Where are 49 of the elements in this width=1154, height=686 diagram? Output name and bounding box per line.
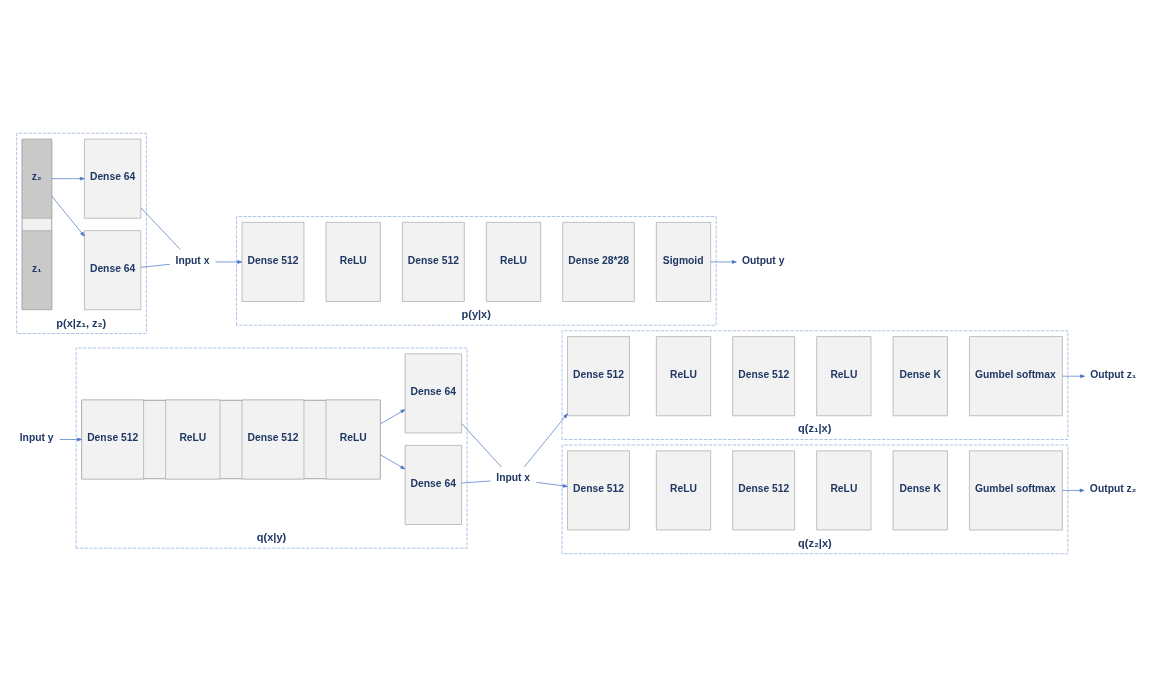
node-box: ReLU	[165, 399, 221, 479]
node-box: Dense 512	[402, 221, 465, 302]
arrow	[710, 259, 737, 264]
node-text: Input x	[496, 471, 531, 483]
node-box: z₂	[21, 138, 53, 219]
node-box: Dense 64	[84, 229, 142, 310]
node-box: Dense 512	[567, 335, 630, 416]
node-box: ReLU	[325, 399, 381, 479]
node-box: Dense 64	[84, 138, 142, 219]
node-box: ReLU	[816, 335, 872, 416]
arrow	[1062, 488, 1085, 492]
node-box: Dense 64	[404, 444, 462, 525]
node-box: Dense 512	[567, 450, 630, 530]
node-box: ReLU	[486, 221, 542, 302]
node-text: Output z₁	[1090, 368, 1137, 380]
connector	[140, 206, 181, 250]
node-box: z₁	[21, 229, 53, 310]
arrow	[536, 481, 568, 488]
node-box: Gumbel softmax	[969, 450, 1063, 530]
node-box: Dense 512	[241, 399, 305, 479]
arrow	[51, 195, 85, 236]
arrow	[51, 176, 85, 180]
node-box: Dense 512	[732, 450, 795, 530]
node-box: Dense 512	[81, 399, 144, 479]
node-text: Input x	[175, 254, 210, 266]
node-box: ReLU	[655, 450, 712, 530]
node-box: ReLU	[655, 335, 712, 416]
node-box: Dense K	[892, 335, 948, 416]
arrow	[380, 408, 406, 424]
node-text: Output z₂	[1089, 482, 1137, 494]
connector	[461, 480, 491, 483]
node-box: Sigmoid	[655, 221, 712, 302]
node-text: Input y	[19, 431, 54, 443]
arrow	[380, 454, 406, 469]
connector	[140, 263, 171, 268]
arrow	[59, 437, 82, 441]
node-box: Dense 64	[404, 352, 462, 433]
node-box: Dense 512	[732, 335, 795, 416]
arrow	[215, 259, 243, 264]
arrow	[523, 412, 568, 467]
node-box: Gumbel softmax	[969, 335, 1063, 416]
node-box: Dense 512	[241, 221, 305, 302]
node-box: Dense K	[892, 450, 948, 530]
node-box: ReLU	[325, 221, 381, 302]
connector	[461, 422, 502, 467]
node-box: Dense 28*28	[562, 221, 635, 302]
node-text: Output y	[741, 254, 785, 266]
arrow	[1062, 373, 1085, 378]
node-box: ReLU	[816, 450, 872, 530]
